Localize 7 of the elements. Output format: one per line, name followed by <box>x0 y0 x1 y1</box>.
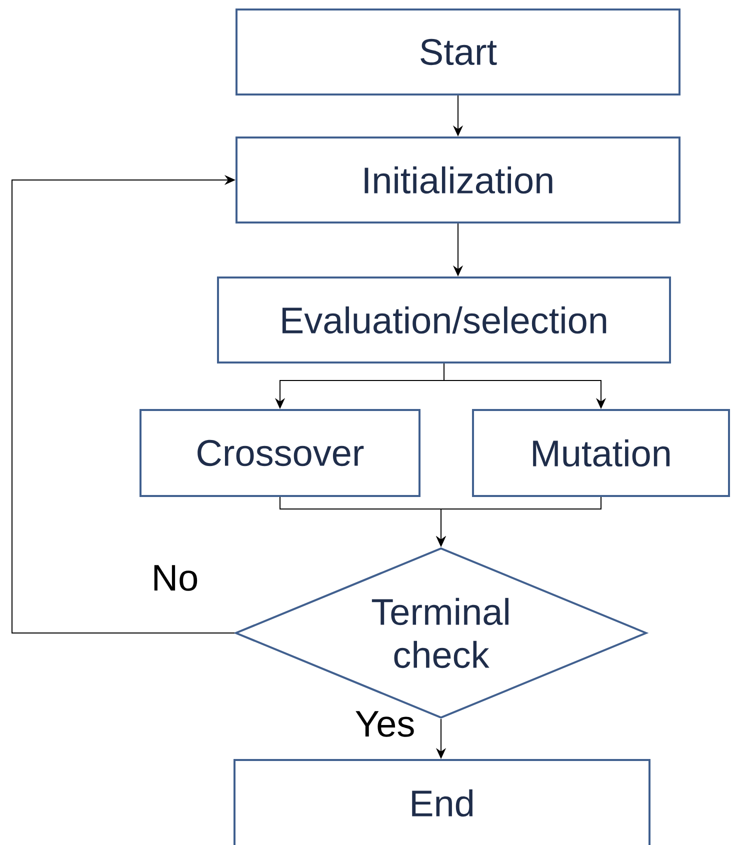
process-box: Mutation <box>472 409 730 497</box>
process-box: Start <box>236 8 680 96</box>
process-box: Crossover <box>140 409 420 497</box>
process-box: Evaluation/selection <box>217 276 671 364</box>
edge-label: No <box>150 564 200 592</box>
process-box: End <box>234 759 650 845</box>
process-box: Initialization <box>236 136 680 224</box>
